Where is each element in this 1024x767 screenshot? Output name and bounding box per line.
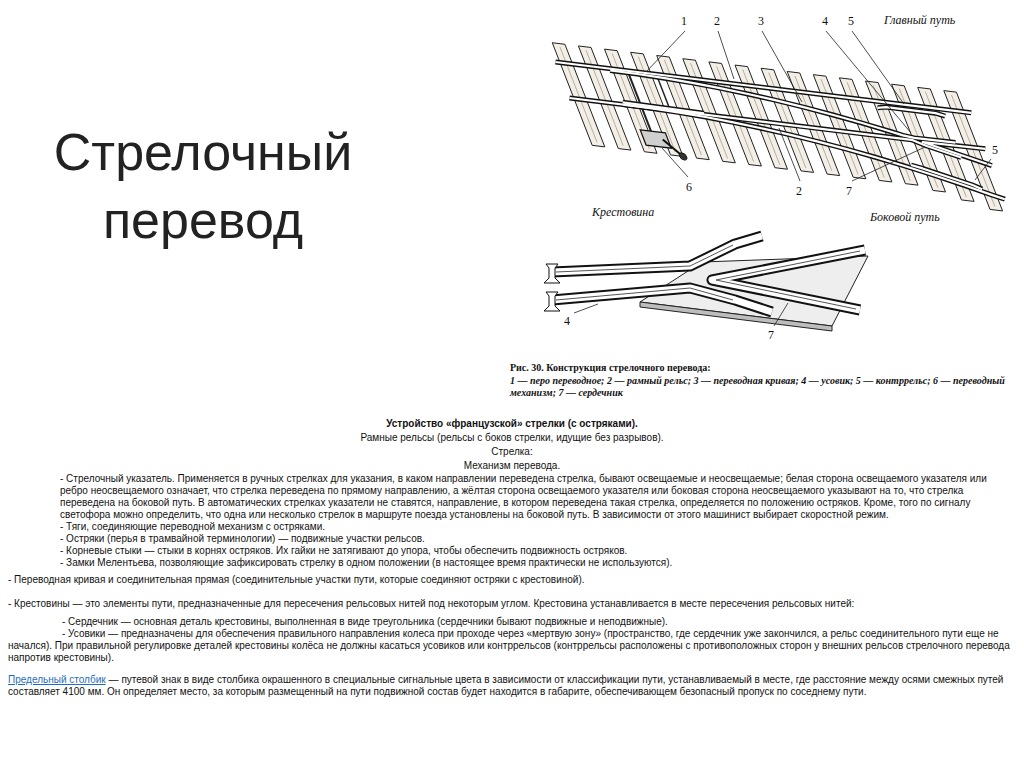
- link-text: Предельный столбик: [8, 674, 106, 685]
- leader-line: [574, 304, 598, 313]
- rail: [922, 141, 992, 165]
- callout-number: 2: [796, 184, 802, 198]
- callout-number: 2: [714, 14, 720, 28]
- callout-number: 5: [848, 14, 854, 28]
- leader-line: [779, 128, 800, 181]
- body-text: - Сердечник — основная деталь крестовины…: [62, 616, 1012, 628]
- rail-profile: [544, 292, 560, 311]
- crossing-detail: [640, 302, 832, 331]
- leader-line: [646, 31, 685, 72]
- rail: [552, 236, 865, 312]
- rail: [922, 141, 992, 165]
- body-text: - Остряки (перья в трамвайной терминолог…: [60, 533, 990, 545]
- rail: [552, 236, 762, 272]
- rail: [552, 288, 772, 312]
- callout-number: 4: [564, 314, 570, 328]
- body-text: Рамные рельсы (рельсы с боков стрелки, и…: [212, 432, 812, 444]
- rail: [911, 165, 982, 189]
- body-text: Механизм перевода.: [212, 460, 812, 472]
- figure-caption: Рис. 30. Конструкция стрелочного перевод…: [510, 362, 711, 374]
- callout-number: 6: [686, 180, 692, 194]
- rail: [911, 165, 982, 189]
- switch-mechanism: [640, 130, 688, 161]
- leader-line: [826, 31, 911, 133]
- rail-profile: [544, 264, 560, 311]
- body-text: - Стрелочный указатель. Применяется в ру…: [60, 473, 990, 521]
- leader-line: [662, 148, 688, 177]
- rail: [623, 102, 704, 113]
- leader-line: [852, 147, 925, 181]
- leader-line: [718, 31, 734, 79]
- rail: [556, 62, 1005, 199]
- paragraph: Предельный столбик— путевой знак в виде …: [8, 674, 1013, 698]
- rail: [570, 98, 962, 157]
- rail: [712, 250, 865, 310]
- crossing-detail: [544, 236, 868, 331]
- callout-number: 7: [846, 184, 852, 198]
- body-text: Стрелка:: [212, 446, 812, 458]
- leader-line: [975, 159, 991, 180]
- track-label: Боковой путь: [870, 210, 940, 224]
- part-label: Крестовина: [592, 205, 654, 219]
- rail: [556, 62, 972, 113]
- rail-head: [556, 288, 733, 300]
- legend-text: 1 — перо переводное; 2 — рамный рельс; 3…: [510, 375, 1015, 399]
- body-text: - Переводная кривая и соединительная пря…: [8, 574, 1013, 586]
- body-text: - Крестовины — это элементы пути, предна…: [8, 598, 1013, 610]
- leader-line: [762, 31, 802, 102]
- body-text: - Корневые стыки — стыки в корнях остряк…: [60, 545, 990, 557]
- callout-number: 5: [992, 143, 998, 157]
- callout-number: 3: [758, 14, 764, 28]
- switch-rod: [657, 77, 670, 109]
- callout-number: 4: [822, 14, 828, 28]
- rail: [552, 236, 865, 312]
- rail: [552, 288, 772, 312]
- body-text: — путевой знак в виде столбика окрашенно…: [8, 674, 1003, 697]
- rail: [556, 62, 1005, 199]
- turnout-plan: [548, 42, 1010, 212]
- leader-line: [574, 31, 991, 326]
- rail-head: [556, 245, 733, 272]
- switch-mechanism: [678, 152, 688, 160]
- body-text: - Замки Мелентьева, позволяющие зафиксир…: [60, 557, 990, 569]
- rail-head: [556, 245, 860, 309]
- rail: [877, 106, 945, 116]
- slide-title: Стрелочный перевод: [38, 118, 368, 254]
- rail: [624, 105, 1005, 200]
- rail-head: [716, 251, 860, 309]
- track-label: Главный путь: [884, 13, 955, 27]
- sleeper: [552, 43, 1002, 211]
- rail-profile: [544, 264, 560, 283]
- switch-mechanism: [640, 130, 671, 148]
- body-text: - Усовики — предназначены для обеспечени…: [8, 628, 1013, 664]
- leader-line: [774, 303, 788, 326]
- rail: [552, 236, 762, 272]
- body-text: - Тяги, соединяющие переводной механизм …: [60, 521, 990, 533]
- callout-number: 7: [768, 328, 774, 342]
- leader-line: [852, 31, 904, 104]
- section-heading: Устройство «французской» стрелки (с остр…: [212, 418, 812, 430]
- callout-number: 1: [681, 14, 687, 28]
- rail: [623, 102, 704, 113]
